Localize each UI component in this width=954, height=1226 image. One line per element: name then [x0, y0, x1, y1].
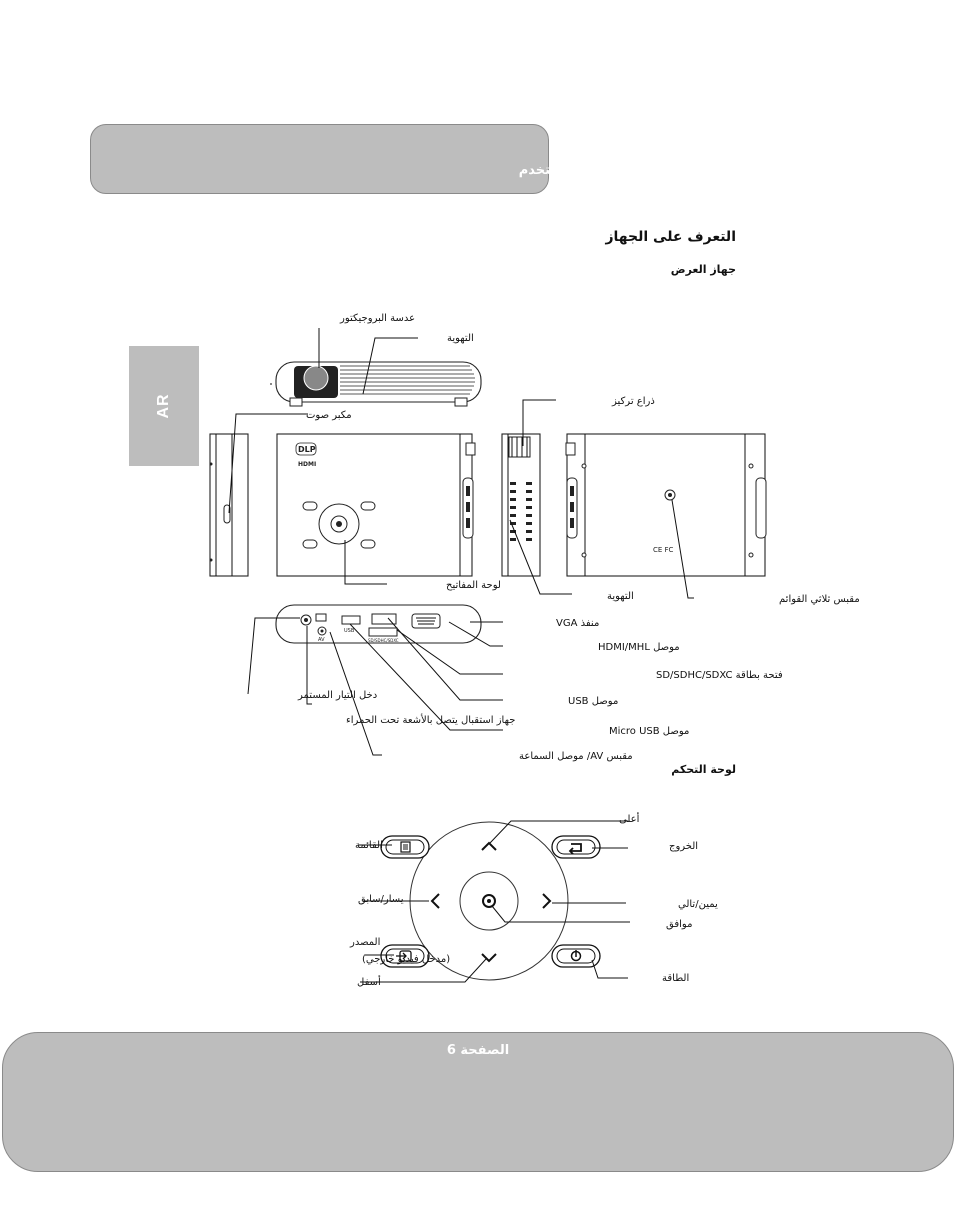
projector-front-view: [270, 361, 482, 407]
language-tab: AR: [129, 346, 199, 466]
label-vent-top: التهوية: [447, 333, 474, 344]
projector-bottom-view: CE FC: [565, 433, 767, 577]
label-power: الطاقة: [662, 973, 689, 984]
section-title: التعرف على الجهاز: [605, 229, 736, 245]
label-micro-usb: موصل Micro USB: [609, 726, 689, 737]
projector-rear-view: USB SD/SDHC/SDXC AV: [275, 604, 482, 644]
label-hdmi: موصل HDMI/MHL: [598, 642, 680, 653]
menu-button[interactable]: [380, 835, 430, 859]
label-speaker: مكبر صوت: [306, 410, 352, 421]
label-menu: القائمة: [355, 840, 383, 851]
label-down: أسفل: [357, 975, 381, 988]
dlp-logo-text: DLP: [298, 445, 316, 454]
label-vent-side: التهوية: [607, 591, 634, 602]
label-exit: الخروج: [669, 841, 698, 852]
control-panel-diagram: أعلى الخروج القائمة يسار/سابق يمين/تالي …: [349, 812, 718, 988]
exit-button[interactable]: [551, 835, 601, 859]
label-tripod: مقبس ثلاثي القوائم: [779, 594, 860, 605]
down-arrow-icon[interactable]: [481, 953, 497, 963]
panel-leader-lines: [358, 820, 630, 983]
label-dc-in: دخل التيار المستمر: [297, 690, 377, 701]
label-left: يسار/سابق: [358, 894, 404, 905]
section-subtitle: جهاز العرض: [670, 263, 736, 276]
hdmi-logo-text: HDMI: [298, 461, 316, 468]
label-ok: موافق: [666, 919, 692, 930]
label-focus: ذراع تركيز: [611, 396, 655, 407]
footer-band: الصفحة 6: [2, 1032, 954, 1172]
panel-title: لوحة التحكم: [671, 763, 736, 776]
ce-mark-text: CE FC: [653, 546, 674, 554]
projector-diagram: DLP HDMI: [209, 313, 860, 762]
label-lens: عدسة البروجيكتور: [339, 313, 415, 324]
rear-usb-print: USB: [344, 628, 355, 634]
left-arrow-icon[interactable]: [430, 893, 440, 909]
banner-text: ستخدم: [518, 163, 564, 178]
rear-av-print: AV: [318, 637, 325, 643]
leader-lines: [228, 328, 694, 756]
label-sd: فتحة بطاقة SD/SDHC/SDXC: [656, 670, 783, 681]
rear-card-print: SD/SDHC/SDXC: [368, 638, 399, 643]
source-button[interactable]: [380, 944, 430, 968]
label-keypad: لوحة المفاتيح: [446, 580, 501, 591]
label-up: أعلى: [619, 812, 640, 825]
projector-right-side-view: [501, 433, 541, 577]
up-arrow-icon[interactable]: [481, 841, 497, 851]
ok-button[interactable]: [482, 894, 496, 908]
label-usb: موصل USB: [568, 696, 618, 707]
projector-left-side-view: [209, 433, 249, 577]
projector-top-view: DLP HDMI: [276, 433, 476, 577]
return-icon: [568, 843, 582, 855]
label-av: مقبس AV/ موصل السماعة: [519, 751, 633, 762]
label-right: يمين/تالي: [678, 899, 718, 910]
top-banner: ستخدم: [90, 124, 563, 194]
label-vga: منفذ VGA: [556, 618, 599, 629]
power-button[interactable]: [551, 944, 601, 968]
label-source-line1: المصدر: [349, 937, 380, 948]
label-source-line2: (مدخل فيديو خارجي): [362, 954, 450, 965]
label-ir: جهاز استقبال يتصل بالأشعة تحت الحمراء: [346, 713, 515, 726]
right-arrow-icon[interactable]: [542, 893, 552, 909]
page-number: الصفحة 6: [446, 1043, 510, 1058]
